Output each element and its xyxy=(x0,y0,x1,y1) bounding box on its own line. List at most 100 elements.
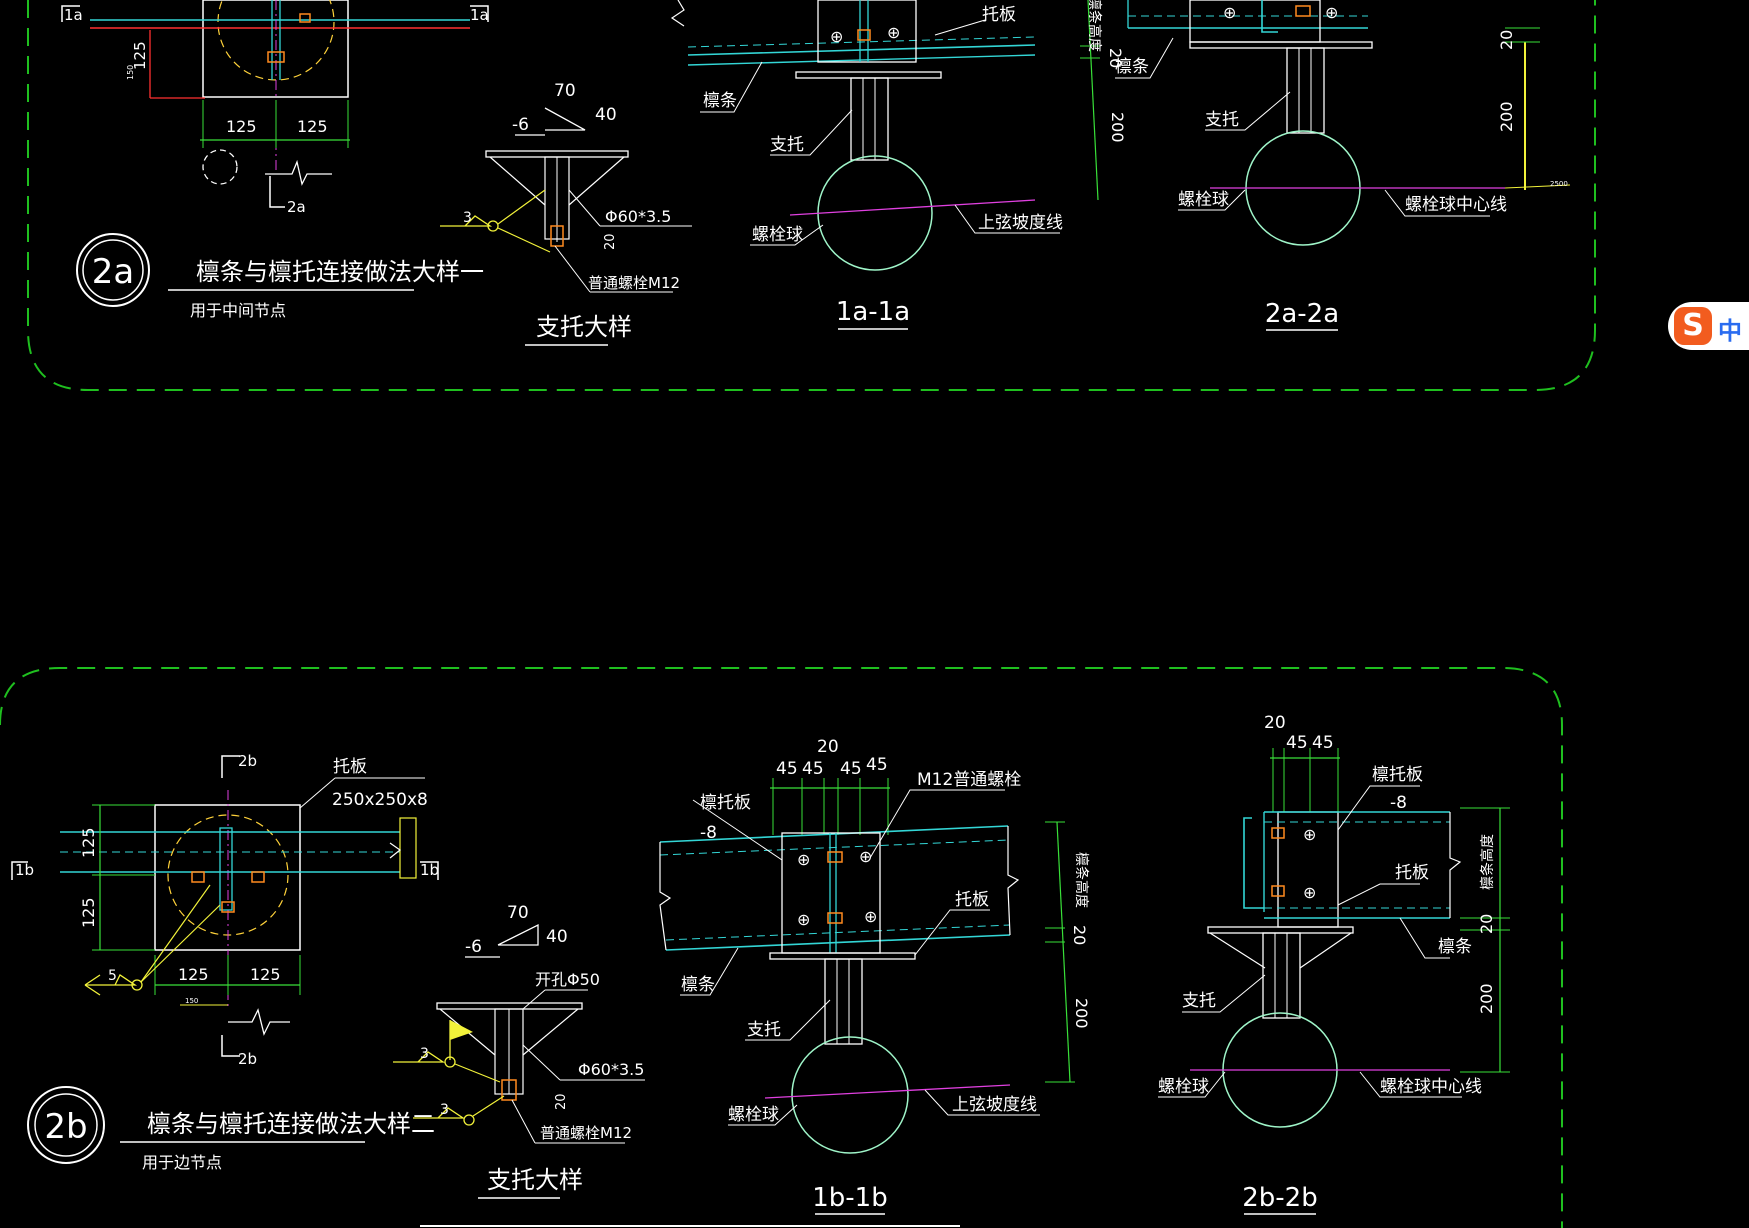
support-detail-bottom: 70 40 -6 开孔Φ50 3 3 xyxy=(393,903,645,1199)
plan2b-dim-125-h1: 125 xyxy=(178,965,209,984)
sogou-logo-icon: S xyxy=(1674,307,1712,345)
section-2a: ⊕ ⊕ 20 200 2500 檩条 支托 螺栓球 螺栓球中心线 2 xyxy=(1115,0,1571,331)
plan2a-dim-125-b: 125 xyxy=(297,117,328,136)
sup-top-bolt: 普通螺栓M12 xyxy=(588,274,680,292)
section-2b: 20 45 45 ⊕ ⊕ xyxy=(1158,713,1510,1215)
sec1a-title: 1a-1a xyxy=(836,297,910,327)
svg-text:⊕: ⊕ xyxy=(1303,825,1316,844)
sec1b-dim-200: 200 xyxy=(1072,998,1091,1029)
sec2b-plate-label: 檩托板 xyxy=(1372,765,1423,785)
sec1b-dim-45c: 45 xyxy=(840,759,862,779)
sec1b-plate-label: 檩托板 xyxy=(700,793,751,813)
sup-bot-hole: 开孔Φ50 xyxy=(535,970,600,989)
section-1a: ⊕ ⊕ 20 200 檩条高度 托板 檩条 支托 螺栓球 上弦坡度线 xyxy=(670,0,1127,330)
sec2b-label-support: 支托 xyxy=(1182,991,1216,1011)
sec2a-label-ball: 螺栓球 xyxy=(1178,190,1229,210)
ime-mode-label: 中 xyxy=(1718,317,1742,345)
sup-bot-bolt: 普通螺栓M12 xyxy=(540,1124,632,1142)
sec1b-label-purlin: 檩条 xyxy=(681,975,715,995)
detail-badge-2b-label: 2b xyxy=(44,1107,87,1147)
detail-title-2a: 檩条与檩托连接做法大样一 xyxy=(196,258,484,286)
sec1b-label-ball: 螺栓球 xyxy=(728,1105,779,1125)
panel-top-border xyxy=(27,0,1596,391)
plan2a-dim-125-v: 125 xyxy=(131,41,149,70)
sec2a-dim-2500: 2500 xyxy=(1550,180,1568,188)
svg-text:⊕: ⊕ xyxy=(797,910,810,929)
sec2a-dim-20: 20 xyxy=(1497,30,1516,50)
plan2b-weld: 5 xyxy=(108,968,117,984)
section-1b: 45 45 20 45 45 ⊕ ⊕ ⊕ ⊕ xyxy=(659,737,1091,1215)
sec2b-dim-20: 20 xyxy=(1264,713,1286,733)
sup-top-plate-thk: -6 xyxy=(512,115,529,135)
sec1a-side-label: 檩条高度 xyxy=(1086,0,1103,52)
panel-bottom: 125 125 125 125 150 5 托板 250x250x8 xyxy=(0,667,1563,1228)
sec1b-label-slope: 上弦坡度线 xyxy=(952,1095,1037,1115)
plan2b-dim-150: 150 xyxy=(185,997,198,1005)
plan2b-section-1b-left: 1b xyxy=(15,861,34,879)
sec2b-plate-thk: -8 xyxy=(1390,793,1407,813)
svg-text:⊕: ⊕ xyxy=(1325,3,1338,22)
sec2b-dim-20v: 20 xyxy=(1477,914,1496,934)
svg-text:⊕: ⊕ xyxy=(797,850,810,869)
sec1b-dim-45d: 45 xyxy=(866,755,888,775)
detail-badge-2a-label: 2a xyxy=(92,252,134,292)
sup-bot-weld2: 3 xyxy=(440,1102,449,1118)
plan2a-dim-150: 150 xyxy=(126,65,135,80)
sup-bot-pipe: Φ60*3.5 xyxy=(578,1060,644,1079)
sup-bot-dim-a: 70 xyxy=(507,903,529,923)
plan2a-section-1a-left: 1a xyxy=(64,6,83,24)
plan-view-2b: 125 125 125 125 150 5 托板 250x250x8 xyxy=(11,752,439,1068)
sup-top-title: 支托大样 xyxy=(536,313,632,341)
sec2b-side-label: 檩条高度 xyxy=(1479,834,1496,890)
sup-top-weld: 3 xyxy=(463,210,472,226)
panel-top: 125 150 125 125 1a 1a 2a 2a 檩条与檩托连接 xyxy=(27,0,1596,391)
svg-text:⊕: ⊕ xyxy=(1223,3,1236,22)
sup-top-dim-a: 70 xyxy=(554,81,576,101)
svg-text:⊕: ⊕ xyxy=(1303,883,1316,902)
sec1b-dim-45b: 45 xyxy=(802,759,824,779)
plan2b-dim-125-v2: 125 xyxy=(79,897,98,928)
plan2b-dim-125-h2: 125 xyxy=(250,965,281,984)
sec1a-label-ball: 螺栓球 xyxy=(752,225,803,245)
sec1b-label-plate: 托板 xyxy=(955,890,989,910)
sec2b-dim-45b: 45 xyxy=(1312,733,1334,753)
sec1a-dim-20: 20 xyxy=(1106,48,1125,68)
svg-text:⊕: ⊕ xyxy=(830,27,843,46)
sec1b-title: 1b-1b xyxy=(812,1183,887,1213)
svg-text:⊕: ⊕ xyxy=(887,23,900,42)
plan2b-plate-label: 托板 xyxy=(333,757,367,777)
sec2a-title: 2a-2a xyxy=(1265,299,1339,329)
sec2a-label-support: 支托 xyxy=(1205,110,1239,130)
plan2a-section-2a: 2a xyxy=(287,198,306,216)
sec1a-label-purlin: 檩条 xyxy=(703,91,737,111)
detail-note-2b: 用于边节点 xyxy=(142,1153,222,1172)
sec2b-label-purlin: 檩条 xyxy=(1438,937,1472,957)
sec1b-label-support: 支托 xyxy=(747,1020,781,1040)
plan2b-section-1b-right: 1b xyxy=(420,861,439,879)
plan2a-section-1a-right: 1a xyxy=(470,6,489,24)
sec1a-dim-200: 200 xyxy=(1108,112,1127,143)
sec1b-dim-20v: 20 xyxy=(1070,925,1089,945)
sup-top-pipe: Φ60*3.5 xyxy=(605,207,671,226)
sec1b-dim-20: 20 xyxy=(817,737,839,757)
sec1a-label-slope: 上弦坡度线 xyxy=(978,213,1063,233)
sec2b-label-plate: 托板 xyxy=(1395,863,1429,883)
sec2b-label-ball: 螺栓球 xyxy=(1158,1077,1209,1097)
support-detail-top: 70 40 -6 3 Φ60*3.5 普通螺栓M12 20 支托大样 xyxy=(440,81,692,346)
sec1b-bolt-label: M12普通螺栓 xyxy=(917,770,1021,790)
plan2b-dim-125-v1: 125 xyxy=(79,827,98,858)
ime-indicator[interactable]: S 中 xyxy=(1668,302,1749,350)
sup-top-dim-c: 20 xyxy=(603,233,618,250)
sec1b-side-label: 檩条高度 xyxy=(1073,852,1090,908)
plan-view-2a: 125 150 125 125 1a 1a 2a xyxy=(61,0,489,216)
plan2b-section-2b-bottom: 2b xyxy=(238,1050,257,1068)
sec2a-label-purlin: 檩条 xyxy=(1115,57,1149,77)
detail-note-2a: 用于中间节点 xyxy=(190,301,286,320)
sec1b-dim-45a: 45 xyxy=(776,759,798,779)
panel-bottom-border xyxy=(0,667,1563,1228)
plan2b-plate-size: 250x250x8 xyxy=(332,790,428,810)
svg-text:⊕: ⊕ xyxy=(864,907,877,926)
sup-bot-title: 支托大样 xyxy=(487,1166,583,1194)
detail-badge-2b: 2b xyxy=(27,1086,105,1164)
